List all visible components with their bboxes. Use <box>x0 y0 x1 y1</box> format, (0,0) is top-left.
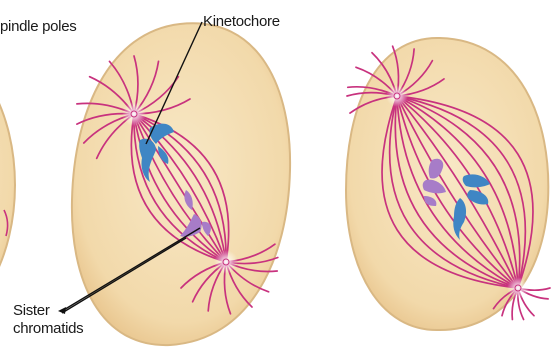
right-lower-spindle-pole <box>507 277 529 299</box>
kinetochore-label: Kinetochore <box>203 13 280 30</box>
middle-cell <box>72 23 290 345</box>
spindle-poles-label: pindle poles <box>0 18 76 35</box>
middle-lower-spindle-pole <box>214 250 238 274</box>
sister-chromatids-label-line2: chromatids <box>13 320 83 337</box>
right-upper-spindle-pole <box>386 85 408 107</box>
middle-upper-spindle-pole <box>122 102 146 126</box>
sister-chromatids-label-line1: Sister <box>13 302 50 319</box>
right-cell <box>346 38 550 330</box>
left-cell-partial <box>0 45 15 325</box>
middle-cell-membrane <box>72 23 290 345</box>
